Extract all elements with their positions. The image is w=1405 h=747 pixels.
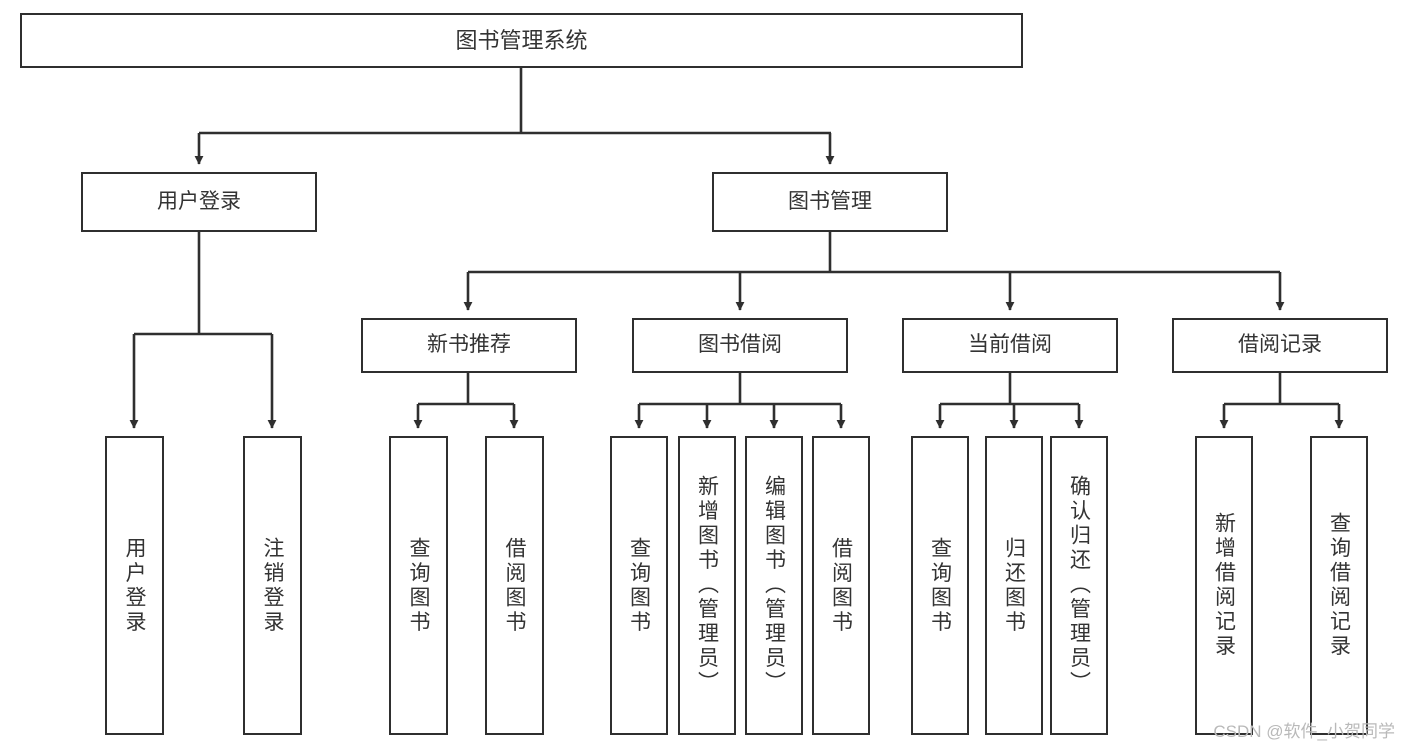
node-label: 查询图书 xyxy=(928,536,952,635)
leaf-query-book-recommendation[interactable]: 查询图书 xyxy=(389,436,448,735)
leaf-query-book-current[interactable]: 查询图书 xyxy=(911,436,969,735)
leaf-edit-book-admin[interactable]: 编辑图书（管理员） xyxy=(745,436,803,735)
leaf-user-login[interactable]: 用户登录 xyxy=(105,436,164,735)
node-new-book-recommendation[interactable]: 新书推荐 xyxy=(361,318,577,373)
leaf-borrow-book-borrowing[interactable]: 借阅图书 xyxy=(812,436,870,735)
node-label: 借阅图书 xyxy=(503,536,526,635)
node-label: 图书管理 xyxy=(788,189,872,213)
leaf-query-book-borrowing[interactable]: 查询图书 xyxy=(610,436,668,735)
node-label: 新书推荐 xyxy=(427,333,511,357)
leaf-return-book[interactable]: 归还图书 xyxy=(985,436,1043,735)
leaf-confirm-return-admin[interactable]: 确认归还（管理员） xyxy=(1050,436,1108,735)
node-borrowing-records[interactable]: 借阅记录 xyxy=(1172,318,1388,373)
node-label: 新增借阅记录 xyxy=(1212,512,1236,659)
node-book-borrowing[interactable]: 图书借阅 xyxy=(632,318,848,373)
node-label: 用户登录 xyxy=(123,536,146,635)
node-root-system[interactable]: 图书管理系统 xyxy=(20,13,1023,68)
node-book-management[interactable]: 图书管理 xyxy=(712,172,948,232)
leaf-user-logout[interactable]: 注销登录 xyxy=(243,436,302,735)
node-label: 确认归还（管理员） xyxy=(1067,475,1091,696)
node-label: 注销登录 xyxy=(261,536,284,635)
node-label: 查询图书 xyxy=(407,536,430,635)
node-label: 查询借阅记录 xyxy=(1327,512,1351,659)
node-label: 图书借阅 xyxy=(698,333,782,357)
node-label: 当前借阅 xyxy=(968,333,1052,357)
leaf-add-book-admin[interactable]: 新增图书（管理员） xyxy=(678,436,736,735)
node-label: 编辑图书（管理员） xyxy=(762,475,786,696)
leaf-borrow-book-recommendation[interactable]: 借阅图书 xyxy=(485,436,544,735)
node-label: 借阅图书 xyxy=(829,536,853,635)
node-label: 新增图书（管理员） xyxy=(695,475,719,696)
node-user-login[interactable]: 用户登录 xyxy=(81,172,317,232)
leaf-query-borrowing-record[interactable]: 查询借阅记录 xyxy=(1310,436,1368,735)
leaf-add-borrowing-record[interactable]: 新增借阅记录 xyxy=(1195,436,1253,735)
node-label: 归还图书 xyxy=(1002,536,1026,635)
watermark-text: CSDN @软件_小贺同学 xyxy=(1213,722,1395,741)
node-label: 借阅记录 xyxy=(1238,333,1322,357)
node-label: 图书管理系统 xyxy=(455,27,588,53)
node-label: 用户登录 xyxy=(157,189,241,213)
node-current-borrowing[interactable]: 当前借阅 xyxy=(902,318,1118,373)
node-label: 查询图书 xyxy=(627,536,651,635)
